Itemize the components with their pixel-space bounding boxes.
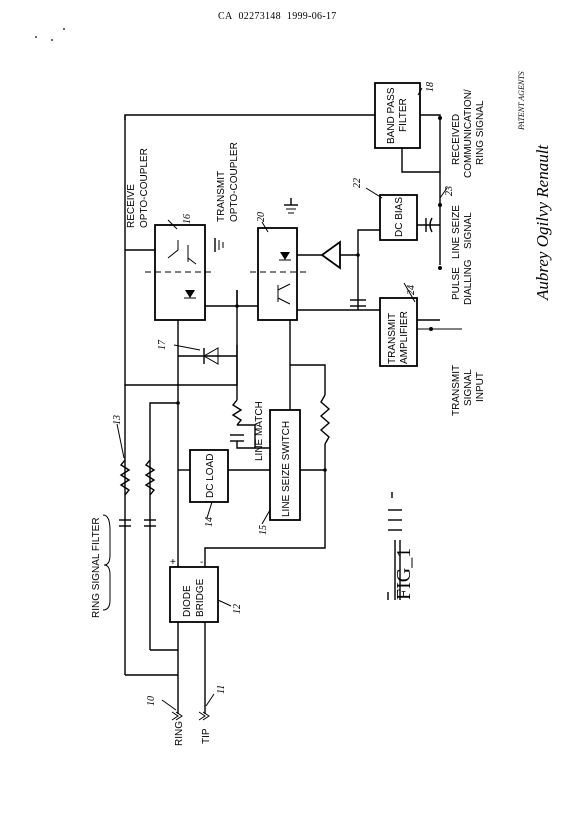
svg-text:-: - (200, 557, 203, 568)
received-signal-label: RECEIVED COMMUNICATION/ RING SIGNAL (451, 89, 486, 178)
signal-output-nodes (176, 116, 442, 472)
ring-signal-filter-label: RING SIGNAL FILTER (91, 517, 102, 618)
diode-bridge-box (169, 566, 219, 623)
line-seize-resistor (319, 394, 331, 470)
svg-text:RING SIGNAL FILTER: RING SIGNAL FILTER (91, 517, 102, 618)
svg-text:17: 17 (157, 339, 168, 350)
diode-bridge-label: DIODE BRIDGE (182, 578, 206, 617)
svg-text:BRIDGE: BRIDGE (195, 578, 206, 617)
bridge-polarity: + - (170, 557, 203, 568)
reference-numerals: 13 16 20 17 18 22 23 24 14 15 12 10 11 (112, 82, 455, 706)
diode-17 (202, 347, 219, 365)
svg-text:PULSE: PULSE (451, 267, 462, 300)
svg-text:DIODE: DIODE (182, 585, 193, 617)
svg-text:COMMUNICATION/: COMMUNICATION/ (463, 89, 474, 178)
scan-specks (35, 28, 65, 41)
dc-bias-label: DC BIAS (394, 197, 405, 237)
line-match-network (230, 399, 255, 449)
svg-text:LINE SEIZE: LINE SEIZE (451, 205, 462, 259)
header-number: 02273148 (238, 11, 281, 22)
svg-text:TIP: TIP (201, 728, 212, 744)
svg-text:20: 20 (256, 212, 267, 222)
header-date: 1999-06-17 (286, 11, 337, 22)
svg-text:FILTER: FILTER (398, 98, 409, 132)
svg-text:TRANSMIT: TRANSMIT (387, 313, 398, 364)
pulse-dialling-label: PULSE DIALLING (451, 259, 474, 305)
svg-text:RECEIVE: RECEIVE (126, 184, 137, 228)
svg-text:11: 11 (216, 685, 227, 694)
dc-load-label: DC LOAD (205, 454, 216, 498)
svg-text:PATENT AGENTS: PATENT AGENTS (517, 71, 526, 131)
figure-label: FIG_1 (387, 492, 415, 600)
svg-text:22: 22 (352, 178, 363, 188)
svg-text:TRANSMIT: TRANSMIT (216, 171, 227, 222)
svg-text:18: 18 (425, 82, 436, 92)
svg-text:24: 24 (406, 285, 417, 295)
svg-text:SIGNAL: SIGNAL (463, 212, 474, 249)
svg-text:LINE SEIZE SWITCH: LINE SEIZE SWITCH (281, 421, 292, 517)
svg-text:TRANSMIT: TRANSMIT (451, 365, 462, 416)
line-match-label: LINE MATCH (254, 401, 265, 461)
svg-text:+: + (170, 557, 176, 568)
svg-text:Aubrey Ogilvy Renault: Aubrey Ogilvy Renault (533, 144, 552, 301)
svg-text:13: 13 (112, 415, 123, 425)
ring-tip-labels: RING TIP (174, 721, 212, 746)
svg-text:10: 10 (146, 696, 157, 706)
svg-text:14: 14 (204, 517, 215, 527)
svg-text:OPTO-COUPLER: OPTO-COUPLER (139, 148, 150, 228)
header-office: CA (218, 11, 233, 22)
transmit-signal-input-label: TRANSMIT SIGNAL INPUT (451, 365, 486, 416)
line-seize-signal-label: LINE SEIZE SIGNAL (451, 205, 474, 259)
svg-text:RING: RING (174, 721, 185, 746)
svg-text:RING SIGNAL: RING SIGNAL (475, 100, 486, 165)
line-seize-switch-label: LINE SEIZE SWITCH (281, 421, 292, 517)
svg-text:16: 16 (182, 214, 193, 224)
transmit-amplifier-label: TRANSMIT AMPLIFIER (387, 311, 410, 364)
band-pass-label: BAND PASS FILTER (386, 87, 409, 144)
svg-text:OPTO-COUPLER: OPTO-COUPLER (229, 142, 240, 222)
dc-bias-box (379, 194, 418, 241)
ring-signal-filter-resistors (119, 459, 156, 496)
agent-signature: Aubrey Ogilvy Renault PATENT AGENTS (517, 71, 552, 301)
receive-opto-label: RECEIVE OPTO-COUPLER (126, 148, 150, 228)
transmit-opto-coupler (250, 227, 306, 321)
svg-text:BAND PASS: BAND PASS (386, 87, 397, 144)
receive-opto-coupler (145, 224, 215, 321)
ring-tip-terminals (171, 328, 462, 721)
document-header: CA 02273148 1999-06-17 (218, 11, 343, 22)
figure-label-text: FIG_1 (393, 548, 415, 600)
svg-text:SIGNAL: SIGNAL (463, 369, 474, 406)
reference-leaders (116, 87, 448, 711)
svg-text:AMPLIFIER: AMPLIFIER (399, 311, 410, 364)
svg-text:RECEIVED: RECEIVED (451, 114, 462, 165)
ring-filter-brace (102, 514, 111, 611)
svg-text:DC BIAS: DC BIAS (394, 197, 405, 237)
svg-text:23: 23 (444, 186, 455, 196)
svg-text:12: 12 (232, 604, 243, 614)
svg-text:DIALLING: DIALLING (463, 259, 474, 305)
buffer-amplifier (320, 240, 341, 270)
transmit-amplifier-box (379, 297, 418, 367)
svg-text:15: 15 (258, 525, 269, 535)
band-pass-filter-box (374, 82, 421, 149)
svg-text:LINE MATCH: LINE MATCH (254, 401, 265, 461)
capacitor-dc-bias (425, 217, 433, 233)
svg-text:DC LOAD: DC LOAD (205, 454, 216, 498)
dc-load-box (189, 449, 229, 503)
line-seize-switch-box (269, 409, 301, 521)
coupling-capacitor-amp (350, 299, 366, 307)
transmit-opto-label: TRANSMIT OPTO-COUPLER (216, 142, 240, 222)
svg-text:INPUT: INPUT (475, 372, 486, 402)
ring-signal-filter-capacitors (119, 519, 156, 527)
